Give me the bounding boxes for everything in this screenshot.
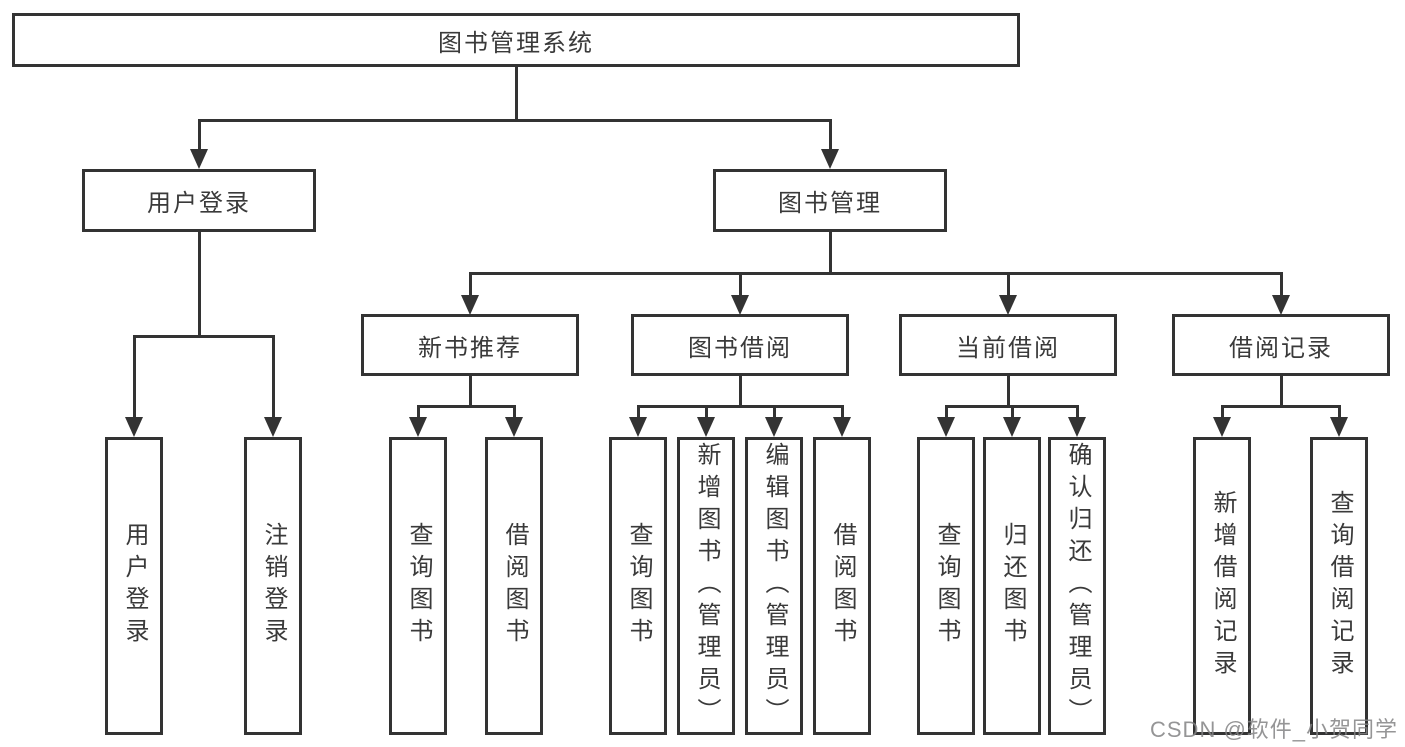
leaf-borrow-books-recommend: 借阅图书 xyxy=(485,437,543,735)
arrow-to-borrow-records-head xyxy=(1272,295,1290,315)
edge-new-book-recommend-branch xyxy=(417,405,515,408)
node-book-management: 图书管理 xyxy=(713,169,947,232)
arrow-to-borrow-books-b-head xyxy=(833,417,851,437)
arrow-to-borrow-books-a-stem xyxy=(513,405,516,418)
arrow-to-add-books-stem xyxy=(705,405,708,418)
leaf-borrow-books-recommend-label: 借阅图书 xyxy=(501,522,528,650)
arrow-to-query-books-b-stem xyxy=(637,405,640,418)
leaf-query-borrow-record: 查询借阅记录 xyxy=(1310,437,1368,735)
edge-book-borrow-branch xyxy=(637,405,843,408)
arrow-to-return-books-stem xyxy=(1011,405,1014,418)
node-library-system: 图书管理系统 xyxy=(12,13,1020,67)
leaf-borrow-books-label: 借阅图书 xyxy=(829,522,856,650)
edge-current-borrow-stem xyxy=(1007,376,1010,406)
leaf-add-borrow-record: 新增借阅记录 xyxy=(1193,437,1251,735)
leaf-logout: 注销登录 xyxy=(244,437,302,735)
leaf-edit-books-admin: 编辑图书（管理员） xyxy=(745,437,803,735)
leaf-return-books-label: 归还图书 xyxy=(999,522,1026,650)
edge-book-management-branch xyxy=(469,272,1282,275)
arrow-to-user-login-head xyxy=(190,149,208,169)
leaf-logout-label: 注销登录 xyxy=(260,522,287,650)
arrow-to-add-record-stem xyxy=(1221,405,1224,418)
leaf-query-books-recommend: 查询图书 xyxy=(389,437,447,735)
arrow-to-book-management-head xyxy=(821,149,839,169)
arrow-to-add-record-head xyxy=(1213,417,1231,437)
leaf-add-borrow-record-label: 新增借阅记录 xyxy=(1209,490,1236,682)
arrow-to-borrow-books-b-stem xyxy=(841,405,844,418)
arrow-to-current-borrow-head xyxy=(999,295,1017,315)
arrow-to-query-books-a-stem xyxy=(417,405,420,418)
leaf-edit-books-admin-label: 编辑图书（管理员） xyxy=(761,442,788,730)
node-current-borrow: 当前借阅 xyxy=(899,314,1117,376)
leaf-add-books-admin-label: 新增图书（管理员） xyxy=(693,442,720,730)
arrow-to-user-login-stem xyxy=(198,119,201,150)
arrow-to-book-borrow-head xyxy=(731,295,749,315)
arrow-to-leaf-user-login-head xyxy=(125,417,143,437)
arrow-to-query-books-c-head xyxy=(937,417,955,437)
csdn-watermark: CSDN @软件_小贺同学 xyxy=(1150,717,1399,742)
edge-root-stem xyxy=(515,67,518,120)
arrow-to-query-record-head xyxy=(1330,417,1348,437)
arrow-to-query-record-stem xyxy=(1338,405,1341,418)
edge-root-branch xyxy=(198,119,831,122)
leaf-confirm-return-admin: 确认归还（管理员） xyxy=(1048,437,1106,735)
arrow-to-leaf-user-login-stem xyxy=(133,335,136,418)
leaf-user-login-label: 用户登录 xyxy=(121,522,148,650)
arrow-to-current-borrow-stem xyxy=(1007,272,1010,296)
leaf-borrow-books: 借阅图书 xyxy=(813,437,871,735)
edge-user-login-stem xyxy=(198,232,201,336)
node-book-borrow: 图书借阅 xyxy=(631,314,849,376)
arrow-to-book-borrow-stem xyxy=(739,272,742,296)
leaf-return-books: 归还图书 xyxy=(983,437,1041,735)
arrow-to-confirm-return-stem xyxy=(1076,405,1079,418)
arrow-to-leaf-logout-head xyxy=(264,417,282,437)
arrow-to-return-books-head xyxy=(1003,417,1021,437)
arrow-to-query-books-b-head xyxy=(629,417,647,437)
leaf-query-books-recommend-label: 查询图书 xyxy=(405,522,432,650)
arrow-to-new-book-recommend-stem xyxy=(469,272,472,296)
leaf-query-books-current: 查询图书 xyxy=(917,437,975,735)
edge-book-management-stem xyxy=(829,232,832,273)
leaf-query-books-current-label: 查询图书 xyxy=(933,522,960,650)
leaf-query-books-borrow-label: 查询图书 xyxy=(625,522,652,650)
arrow-to-book-management-stem xyxy=(829,119,832,150)
edge-user-login-branch xyxy=(133,335,274,338)
arrow-to-borrow-books-a-head xyxy=(505,417,523,437)
edge-new-book-recommend-stem xyxy=(469,376,472,406)
arrow-to-query-books-a-head xyxy=(409,417,427,437)
arrow-to-confirm-return-head xyxy=(1068,417,1086,437)
arrow-to-add-books-head xyxy=(697,417,715,437)
leaf-confirm-return-admin-label: 确认归还（管理员） xyxy=(1064,442,1091,730)
node-borrow-records: 借阅记录 xyxy=(1172,314,1390,376)
leaf-add-books-admin: 新增图书（管理员） xyxy=(677,437,735,735)
edge-book-borrow-stem xyxy=(739,376,742,406)
node-user-login: 用户登录 xyxy=(82,169,316,232)
leaf-query-books-borrow: 查询图书 xyxy=(609,437,667,735)
arrow-to-query-books-c-stem xyxy=(945,405,948,418)
arrow-to-new-book-recommend-head xyxy=(461,295,479,315)
leaf-query-borrow-record-label: 查询借阅记录 xyxy=(1326,490,1353,682)
node-new-book-recommend: 新书推荐 xyxy=(361,314,579,376)
arrow-to-edit-books-head xyxy=(765,417,783,437)
arrow-to-edit-books-stem xyxy=(773,405,776,418)
arrow-to-borrow-records-stem xyxy=(1280,272,1283,296)
edge-borrow-records-stem xyxy=(1280,376,1283,406)
arrow-to-leaf-logout-stem xyxy=(272,335,275,418)
leaf-user-login: 用户登录 xyxy=(105,437,163,735)
edge-borrow-records-branch xyxy=(1221,405,1340,408)
